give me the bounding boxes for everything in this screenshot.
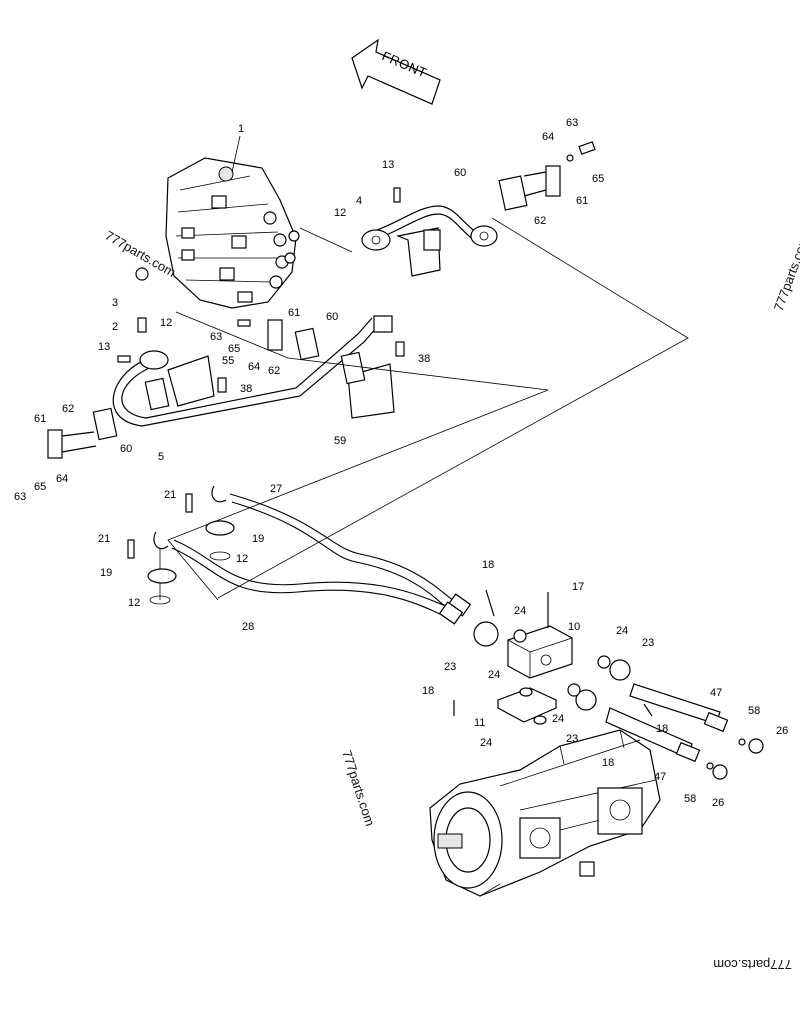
callout-47a: 47 — [710, 687, 722, 699]
callout-64a: 64 — [542, 131, 554, 143]
callout-5: 5 — [158, 451, 164, 463]
callout-24c: 24 — [488, 669, 500, 681]
callout-19b: 19 — [100, 567, 112, 579]
callout-60c: 60 — [120, 443, 132, 455]
callout-21b: 21 — [98, 533, 110, 545]
callout-58a: 58 — [748, 705, 760, 717]
callout-63b: 63 — [210, 331, 222, 343]
callout-61a: 61 — [576, 195, 588, 207]
callout-63a: 63 — [566, 117, 578, 129]
callout-1: 1 — [238, 123, 244, 135]
watermark-2: 777parts.com — [771, 234, 800, 313]
callout-24a: 24 — [514, 605, 526, 617]
callout-12a: 12 — [334, 207, 346, 219]
callout-65c: 65 — [34, 481, 46, 493]
callout-61c: 61 — [34, 413, 46, 425]
callout-59: 59 — [334, 435, 346, 447]
callout-38b: 38 — [240, 383, 252, 395]
callout-2: 2 — [112, 321, 118, 333]
callout-18c: 18 — [656, 723, 668, 735]
callout-12d: 12 — [128, 597, 140, 609]
callout-12b: 12 — [160, 317, 172, 329]
callout-23b: 23 — [642, 637, 654, 649]
callout-47b: 47 — [654, 771, 666, 783]
callout-13b: 13 — [98, 341, 110, 353]
callout-60b: 60 — [326, 311, 338, 323]
callout-23c: 23 — [566, 733, 578, 745]
callout-28: 28 — [242, 621, 254, 633]
left-pipe-assembly — [47, 267, 405, 459]
valve-block-group — [453, 589, 653, 725]
control-valve — [165, 157, 300, 309]
callout-10: 10 — [568, 621, 580, 633]
callout-58b: 58 — [684, 793, 696, 805]
callout-61b: 61 — [288, 307, 300, 319]
callout-21a: 21 — [164, 489, 176, 501]
part-labels: 1 2 3 4 5 10 11 12 12 12 12 13 13 17 18 … — [14, 117, 788, 809]
callout-3: 3 — [112, 297, 118, 309]
callout-18b: 18 — [422, 685, 434, 697]
callout-64c: 64 — [56, 473, 68, 485]
callout-24e: 24 — [480, 737, 492, 749]
callout-62c: 62 — [62, 403, 74, 415]
callout-18a: 18 — [482, 559, 494, 571]
callout-63c: 63 — [14, 491, 26, 503]
upper-pipe-assembly — [361, 141, 596, 277]
callout-17: 17 — [572, 581, 584, 593]
callout-11: 11 — [474, 717, 485, 729]
watermark-3: 777parts.com — [339, 748, 378, 828]
arrow-icon — [351, 38, 441, 105]
callout-13a: 13 — [382, 159, 394, 171]
reference-lines — [159, 217, 689, 601]
callout-62b: 62 — [268, 365, 280, 377]
callout-26a: 26 — [776, 725, 788, 737]
watermark-4: 777parts.com — [713, 957, 792, 972]
callout-19a: 19 — [252, 533, 264, 545]
pipes-47 — [605, 683, 764, 780]
callout-62a: 62 — [534, 215, 546, 227]
callout-65a: 65 — [592, 173, 604, 185]
callout-60a: 60 — [454, 167, 466, 179]
main-pump — [429, 729, 661, 897]
callout-65b: 65 — [228, 343, 240, 355]
callout-4: 4 — [356, 195, 362, 207]
callout-55: 55 — [222, 355, 234, 367]
callout-12c: 12 — [236, 553, 248, 565]
callout-23a: 23 — [444, 661, 456, 673]
callout-18d: 18 — [602, 757, 614, 769]
callout-38a: 38 — [418, 353, 430, 365]
callout-24d: 24 — [552, 713, 564, 725]
callout-27: 27 — [270, 483, 282, 495]
callout-64b: 64 — [248, 361, 260, 373]
callout-26b: 26 — [712, 797, 724, 809]
callout-24b: 24 — [616, 625, 628, 637]
front-arrow: FRONT — [351, 38, 441, 105]
hoses — [127, 485, 472, 625]
